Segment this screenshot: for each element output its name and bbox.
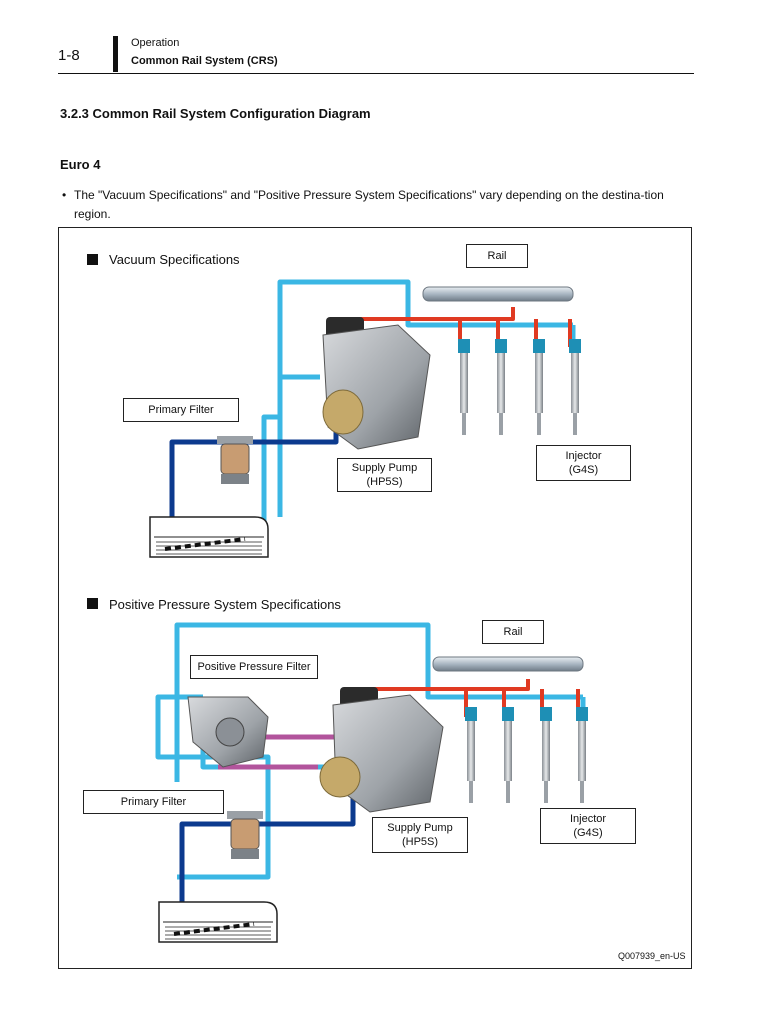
- system-diagram: [87, 254, 588, 944]
- header-rule: [58, 73, 694, 74]
- positive-injector-line2: (G4S): [573, 827, 603, 839]
- page-number: 1-8: [58, 47, 80, 64]
- positive-primary-filter-label: Primary Filter: [83, 790, 224, 814]
- vacuum-injector-line2: (G4S): [568, 464, 599, 476]
- bullet: •: [62, 188, 67, 202]
- subheading: Euro 4: [60, 157, 101, 172]
- vacuum-title: Vacuum Specifications: [109, 252, 240, 267]
- positive-pressure-lines: [218, 734, 336, 770]
- note: • The "Vacuum Specifications" and "Posit…: [62, 186, 692, 224]
- vacuum-primary-filter-part: [216, 435, 254, 485]
- header-bar: [113, 36, 118, 72]
- vacuum-injector-label: Injector (G4S): [536, 445, 631, 481]
- positive-fuel-tank: [157, 900, 279, 944]
- positive-pressure-filter-part: [187, 696, 269, 768]
- positive-supply-pump-line1: Supply Pump: [387, 822, 453, 834]
- positive-pressure-filter-label: Positive Pressure Filter: [190, 655, 318, 679]
- vacuum-rail: [422, 286, 574, 302]
- positive-injector-line1: Injector: [569, 813, 607, 825]
- positive-injector-label: Injector (G4S): [540, 808, 636, 844]
- vacuum-injector-line1: Injector: [565, 450, 602, 462]
- positive-supply-pump-line2: (HP5S): [401, 836, 439, 848]
- vacuum-supply-pump: [322, 317, 431, 450]
- positive-injectors: [465, 707, 588, 803]
- vacuum-rail-label: Rail: [466, 244, 528, 268]
- positive-supply-pump: [319, 687, 444, 813]
- figure-id: Q007939_en-US: [618, 951, 686, 961]
- header-title: Common Rail System (CRS): [131, 55, 278, 67]
- section-heading: 3.2.3 Common Rail System Configuration D…: [60, 106, 371, 121]
- diagram-frame: [58, 227, 692, 969]
- vacuum-supply-pump-line2: (HP5S): [366, 476, 403, 488]
- vacuum-supply-pump-label: Supply Pump (HP5S): [337, 458, 432, 492]
- vacuum-injectors: [458, 339, 581, 435]
- positive-supply-pump-label: Supply Pump (HP5S): [372, 817, 468, 853]
- positive-rail: [432, 656, 584, 672]
- vacuum-primary-filter-label: Primary Filter: [123, 398, 239, 422]
- positive-primary-filter-part: [226, 810, 264, 860]
- vacuum-fuel-tank: [148, 515, 270, 559]
- vacuum-title-marker: [87, 254, 98, 265]
- positive-title-marker: [87, 598, 98, 609]
- positive-title: Positive Pressure System Specifications: [109, 597, 341, 612]
- header-section: Operation: [131, 37, 180, 49]
- vacuum-supply-pump-line1: Supply Pump: [351, 462, 418, 474]
- positive-rail-label: Rail: [482, 620, 544, 644]
- note-text: The "Vacuum Specifications" and "Positiv…: [74, 188, 664, 221]
